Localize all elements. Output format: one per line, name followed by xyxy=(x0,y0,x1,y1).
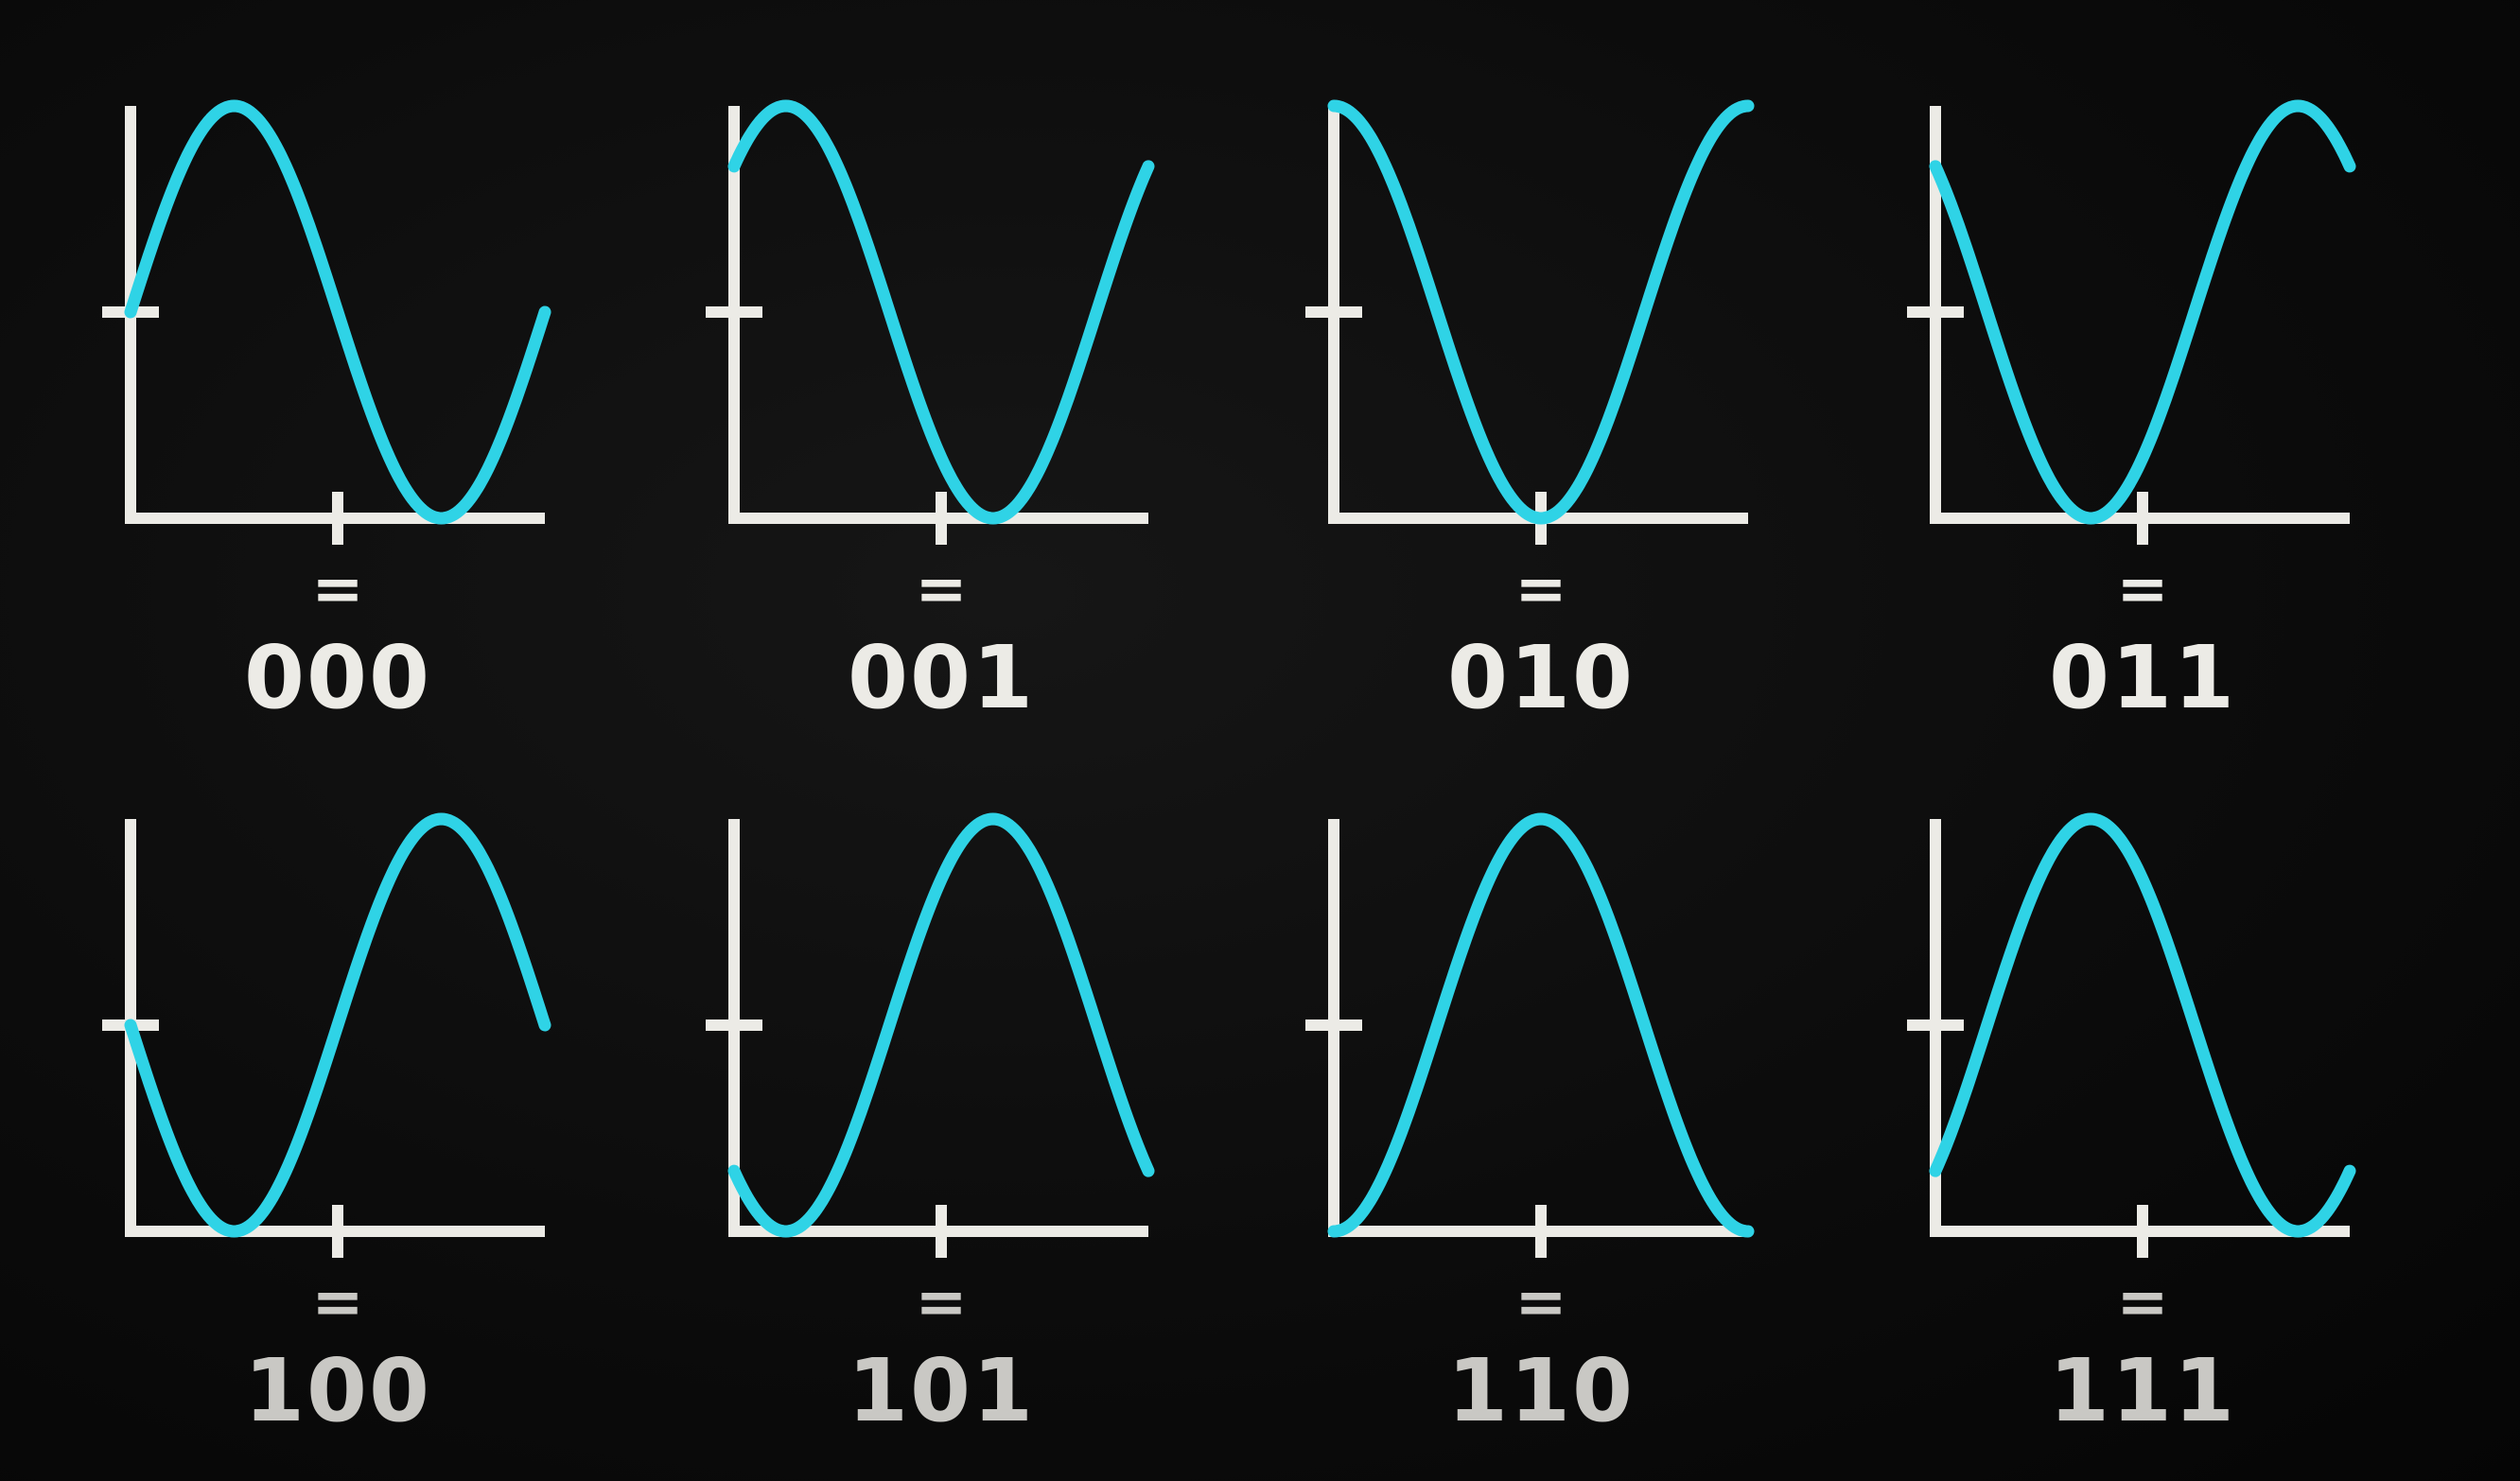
chart-panel-100: =100 xyxy=(102,812,551,1441)
chart-panel-101: =101 xyxy=(706,812,1155,1441)
wave-series-100 xyxy=(124,812,551,1238)
equals-sign: = xyxy=(915,552,967,625)
equals-sign: = xyxy=(1514,552,1566,625)
chart-panel-010: =010 xyxy=(1305,99,1755,728)
equals-sign: = xyxy=(2116,552,2168,625)
wave-series-000 xyxy=(124,99,551,525)
wave-series-010 xyxy=(1327,99,1755,525)
bit-code-label: 111 xyxy=(2049,1340,2236,1441)
chart-panel-111: =111 xyxy=(1907,812,2356,1441)
equals-sign: = xyxy=(311,1265,363,1338)
bit-code-label: 001 xyxy=(848,627,1035,728)
wave-series-011 xyxy=(1929,99,2356,525)
wave-series-101 xyxy=(727,812,1155,1238)
bit-code-label: 110 xyxy=(1447,1340,1635,1441)
wave-series-111 xyxy=(1929,812,2356,1238)
chart-panel-000: =000 xyxy=(102,99,551,728)
equals-sign: = xyxy=(915,1265,967,1338)
equals-sign: = xyxy=(1514,1265,1566,1338)
wave-series-110 xyxy=(1327,812,1755,1238)
equals-sign: = xyxy=(311,552,363,625)
bit-code-label: 010 xyxy=(1447,627,1635,728)
chart-panel-011: =011 xyxy=(1907,99,2356,728)
wave-series-001 xyxy=(727,99,1155,525)
bit-code-label: 000 xyxy=(244,627,431,728)
bit-code-label: 011 xyxy=(2049,627,2236,728)
chart-panel-110: =110 xyxy=(1305,812,1755,1441)
bit-code-label: 101 xyxy=(848,1340,1035,1441)
bit-code-label: 100 xyxy=(244,1340,431,1441)
chart-panel-001: =001 xyxy=(706,99,1155,728)
equals-sign: = xyxy=(2116,1265,2168,1338)
